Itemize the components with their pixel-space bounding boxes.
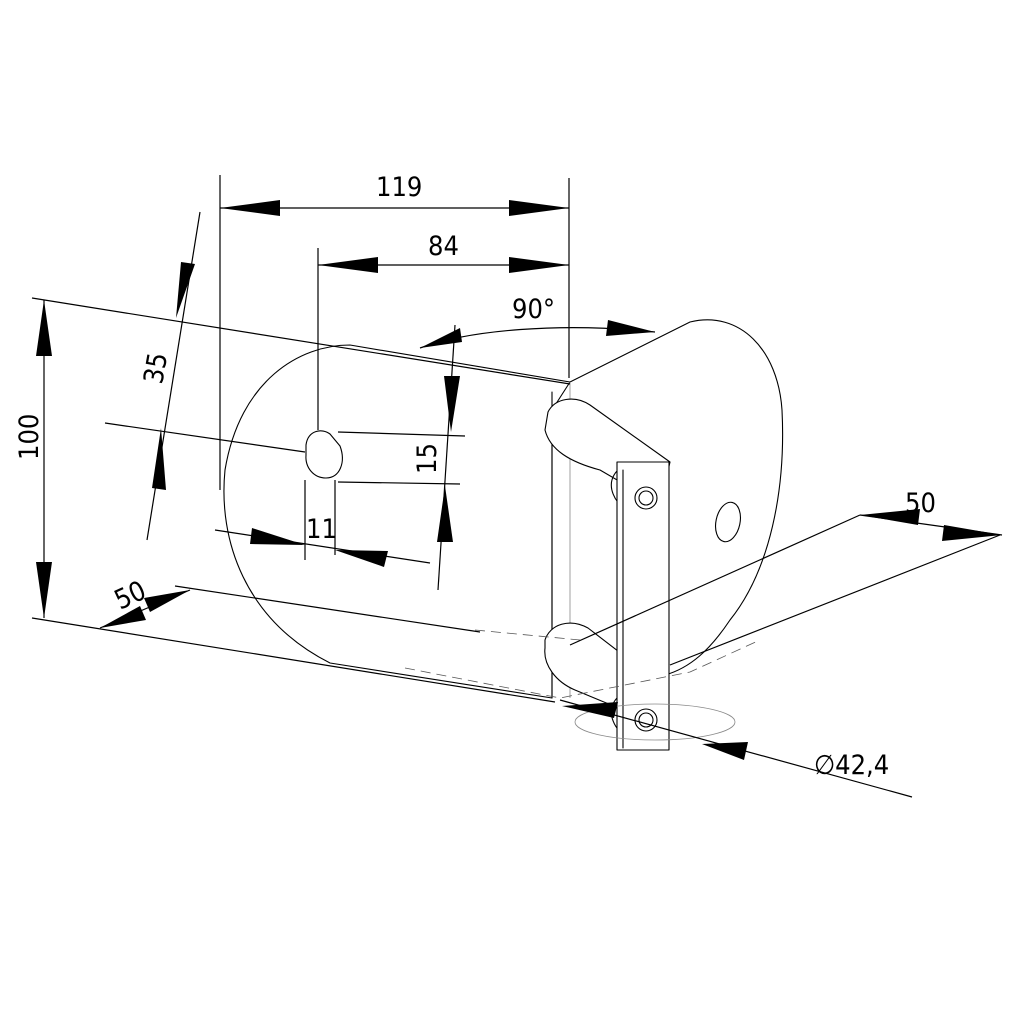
- label-50-right: 50: [905, 488, 936, 519]
- upper-bolt: [634, 486, 658, 510]
- lower-bolt-inner: [638, 712, 654, 728]
- label-50-left: 50: [110, 575, 151, 616]
- dim-50-right: [859, 509, 1003, 541]
- label-11: 11: [306, 514, 337, 545]
- pin-base-ellipse: [574, 703, 736, 741]
- upper-bolt-inner: [638, 490, 654, 506]
- label-119: 119: [376, 172, 422, 203]
- dim-119: [220, 200, 569, 216]
- dim-diameter: [559, 699, 913, 798]
- dim-35: [146, 211, 201, 541]
- label-35: 35: [138, 350, 174, 386]
- label-15: 15: [412, 443, 443, 474]
- dim-84: [318, 257, 569, 273]
- flat-bar: [616, 461, 670, 751]
- dimension-lines: [31, 175, 1003, 798]
- lower-bolt: [634, 708, 658, 732]
- bracket-part: [223, 319, 784, 751]
- label-diameter: ∅42,4: [814, 750, 889, 781]
- dim-50-left: [99, 589, 191, 629]
- label-100: 100: [14, 414, 45, 460]
- back-plate-hole: [714, 501, 742, 543]
- front-plate: [223, 344, 571, 699]
- label-90: 90°: [512, 294, 555, 325]
- dim-11: [214, 528, 431, 567]
- label-84: 84: [428, 231, 459, 262]
- dim-100: [36, 300, 52, 618]
- dim-90-angle: [419, 320, 656, 349]
- hidden-edge-center: [474, 629, 581, 641]
- dim-15: [437, 324, 460, 591]
- hidden-edge-bottom: [404, 639, 761, 699]
- slotted-hole: [305, 430, 343, 479]
